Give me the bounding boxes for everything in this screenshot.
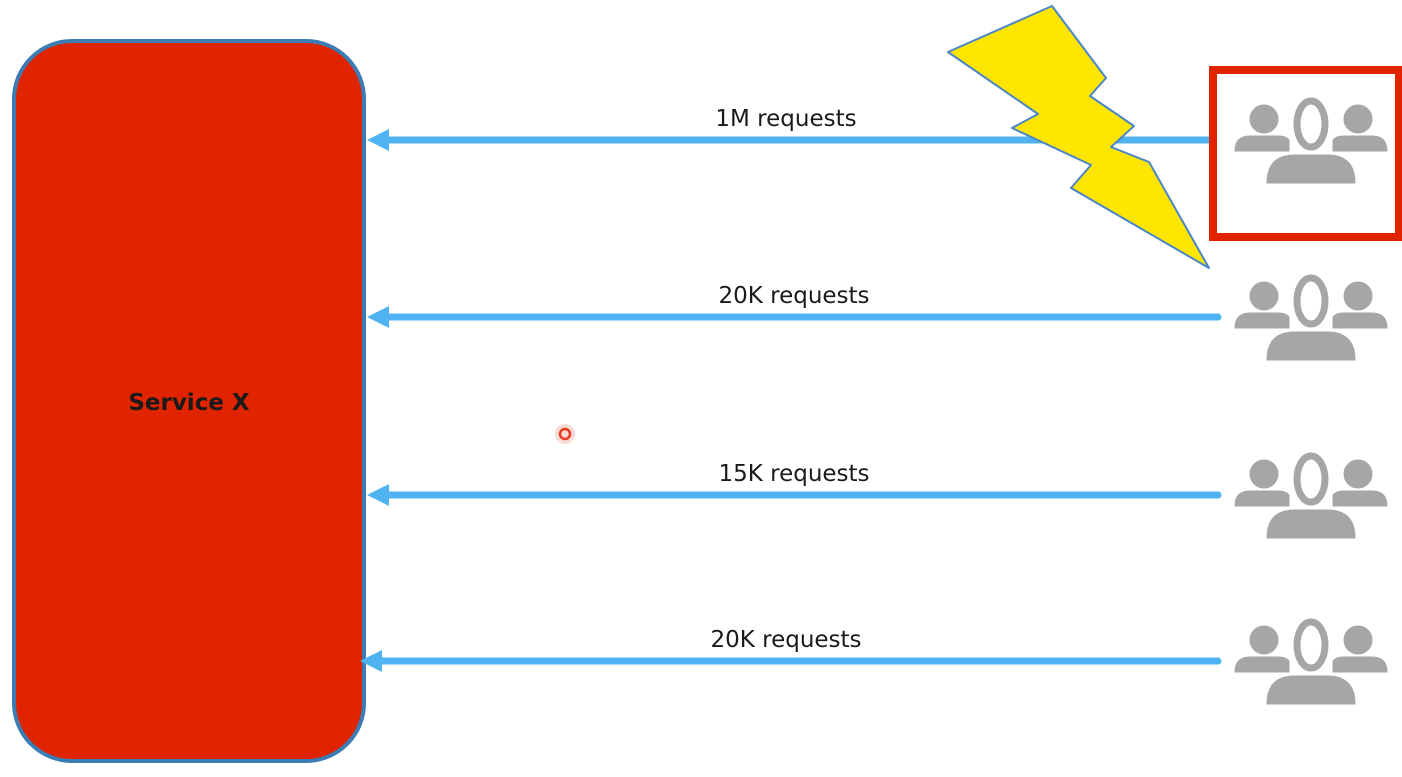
client-groups xyxy=(1235,101,1387,704)
users-group-icon xyxy=(1235,622,1387,704)
requests-label: 20K requests xyxy=(710,627,861,653)
lightning-bolt-icon xyxy=(947,5,1210,269)
request-arrow-head xyxy=(367,484,389,506)
request-rows: 1M requests 20K requests 15K requests 20K r… xyxy=(360,106,1222,672)
request-arrow-head xyxy=(360,650,382,672)
overloaded-client-highlight xyxy=(1209,66,1402,241)
requests-label: 1M requests xyxy=(715,106,856,132)
request-arrow-head xyxy=(367,129,389,151)
requests-label: 20K requests xyxy=(718,283,869,309)
requests-label: 15K requests xyxy=(718,461,869,487)
service-x-box xyxy=(12,39,366,763)
users-group-icon xyxy=(1235,101,1387,183)
request-arrow-head xyxy=(367,306,389,328)
service-x-label: Service X xyxy=(128,390,250,416)
users-group-icon xyxy=(1235,278,1387,360)
laser-pointer-icon xyxy=(555,424,575,444)
users-group-icon xyxy=(1235,456,1387,538)
